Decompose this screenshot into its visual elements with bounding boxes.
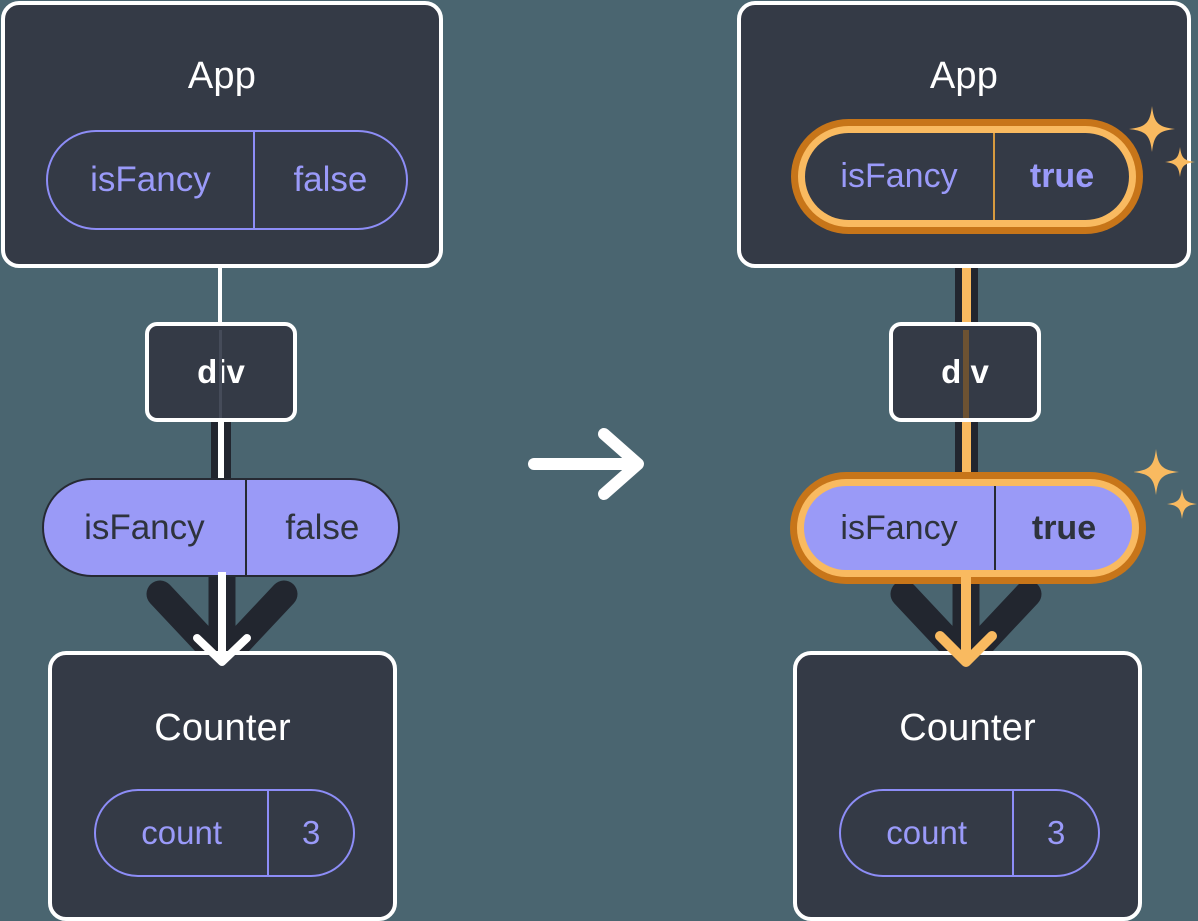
state-pill-key-counter-after: count [841, 791, 1015, 875]
state-pill-value-counter-after: 3 [1046, 814, 1066, 851]
connector-app-to-div-after-right [970, 215, 978, 325]
connector-div-to-props-after-right [970, 418, 978, 488]
props-pill-key-after: isFancy [804, 486, 996, 570]
state-pill-value-counter-before: 3 [301, 814, 321, 851]
state-pill-key-app-before: isFancy [48, 132, 255, 228]
component-box-counter-after: Counter count 3 [793, 651, 1142, 921]
state-pill-key-counter-before: count [96, 791, 270, 875]
props-pill-value-after: true [1031, 508, 1097, 547]
state-pill-counter-before: count 3 [94, 789, 355, 877]
connector-div-to-props-before-b [224, 418, 231, 484]
connector-app-to-div-before [218, 262, 222, 322]
connector-through-div-after [963, 330, 969, 418]
props-pill-key-before: isFancy [44, 480, 247, 575]
highlight-ring-core-app-after [805, 133, 1129, 220]
state-pill-highlight-ring-app-after [791, 119, 1143, 234]
props-pill-before: isFancy false [42, 478, 400, 577]
state-pill-app-after: isFancy true [805, 133, 1129, 220]
props-pill-value-before: false [285, 507, 360, 547]
sparkle-icon-app-after [1129, 106, 1195, 177]
component-title-counter-after: Counter [899, 707, 1036, 749]
state-pill-key-app-after: isFancy [805, 133, 995, 220]
connector-div-to-props-white-before [218, 418, 224, 484]
state-pill-value-app-after: true [1029, 157, 1095, 195]
props-pill-highlight-ring-after [790, 472, 1146, 584]
connector-div-to-props-before [211, 418, 218, 484]
state-pill-counter-after: count 3 [839, 789, 1100, 877]
transition-right-arrow-icon [528, 428, 644, 500]
connector-app-to-div-after-orange [962, 215, 971, 325]
props-pill-after: isFancy true [804, 486, 1132, 570]
connector-div-to-props-after-left [955, 418, 963, 488]
component-title-app-before: App [187, 55, 257, 97]
component-box-app-before: App isFancy false [1, 1, 443, 268]
connector-div-to-props-after-orange [962, 418, 971, 488]
component-title-app-after: App [929, 55, 999, 97]
state-pill-app-before: isFancy false [46, 130, 408, 230]
component-title-counter-before: Counter [154, 707, 291, 749]
component-box-counter-before: Counter count 3 [48, 651, 397, 921]
sparkle-icon-props-after [1134, 449, 1197, 519]
connector-app-to-div-after-left [955, 215, 963, 325]
highlight-ring-core-props-after [804, 486, 1132, 570]
connector-through-div-before [219, 330, 222, 418]
state-pill-value-app-before: false [293, 160, 368, 199]
